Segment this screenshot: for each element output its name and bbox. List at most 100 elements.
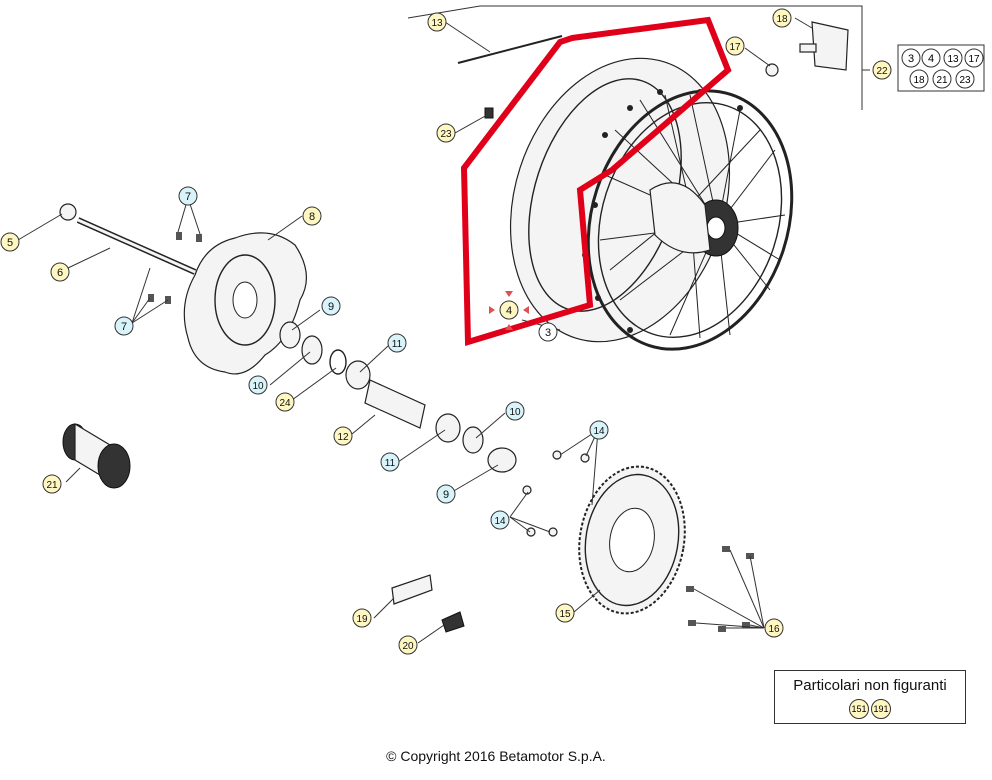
callout-7[interactable]: 7: [178, 186, 198, 206]
callout-11[interactable]: 11: [380, 452, 400, 472]
callout-label: 9: [328, 301, 334, 313]
callout-6[interactable]: 6: [50, 262, 70, 282]
callout-label: 15: [559, 609, 571, 620]
callout-circle[interactable]: [398, 635, 418, 655]
part-11-bearing: [345, 360, 371, 390]
callout-22[interactable]: 22: [872, 60, 892, 80]
callout-circle[interactable]: [772, 8, 792, 28]
part-12-spacer-tube: [364, 379, 426, 429]
callout-5[interactable]: 5: [0, 232, 20, 252]
callout-3[interactable]: 3: [538, 322, 558, 342]
callout-15[interactable]: 15: [555, 603, 575, 623]
kit-member-circle[interactable]: [955, 69, 975, 89]
callout-circle[interactable]: [248, 375, 268, 395]
kit-member-circle[interactable]: [964, 48, 984, 68]
legend-badge[interactable]: 191: [871, 699, 891, 719]
callout-14[interactable]: 14: [589, 420, 609, 440]
callout-label: 4: [506, 305, 512, 317]
callout-21[interactable]: 21: [42, 474, 62, 494]
callout-circle[interactable]: [538, 322, 558, 342]
kit-member-21[interactable]: 21: [932, 69, 952, 89]
callout-label: 13: [431, 18, 443, 29]
callout-20[interactable]: 20: [398, 635, 418, 655]
callout-circle[interactable]: [275, 392, 295, 412]
kit-member-circle[interactable]: [932, 69, 952, 89]
kit-member-circle[interactable]: [901, 48, 921, 68]
callout-label: 14: [494, 516, 506, 527]
callout-7[interactable]: 7: [114, 316, 134, 336]
callout-17[interactable]: 17: [725, 36, 745, 56]
callout-label: 21: [46, 480, 58, 491]
part-14-nuts: [522, 450, 590, 537]
part-5-nut: [59, 203, 77, 221]
callout-circle[interactable]: [302, 206, 322, 226]
callout-circle[interactable]: [42, 474, 62, 494]
callout-circle[interactable]: [436, 123, 456, 143]
callout-circle[interactable]: [0, 232, 20, 252]
callout-label: 19: [356, 614, 368, 625]
kit-member-17[interactable]: 17: [964, 48, 984, 68]
callout-circle[interactable]: [725, 36, 745, 56]
callout-11[interactable]: 11: [387, 333, 407, 353]
part-6-axle: [76, 217, 197, 275]
legend-badge[interactable]: 151: [849, 699, 869, 719]
kit-member-4[interactable]: 4: [921, 48, 941, 68]
callout-circle[interactable]: [505, 401, 525, 421]
copyright-footer: © Copyright 2016 Betamotor S.p.A.: [386, 748, 606, 764]
callout-circle[interactable]: [333, 426, 353, 446]
callout-10[interactable]: 10: [505, 401, 525, 421]
callout-label: 5: [7, 237, 13, 249]
kit-member-label: 13: [947, 54, 959, 65]
callout-circle[interactable]: [764, 618, 784, 638]
callout-16[interactable]: 16: [764, 618, 784, 638]
callout-label: 17: [729, 42, 741, 53]
kit-member-label: 21: [936, 75, 948, 86]
kit-member-18[interactable]: 18: [909, 69, 929, 89]
callout-18[interactable]: 18: [772, 8, 792, 28]
callout-label: 11: [392, 339, 403, 350]
callout-14[interactable]: 14: [490, 510, 510, 530]
callout-13[interactable]: 13: [427, 12, 447, 32]
callout-circle[interactable]: [872, 60, 892, 80]
part-17-nut: [765, 63, 779, 77]
kit-member-3[interactable]: 3: [901, 48, 921, 68]
part-23-nipple: [484, 107, 494, 119]
callout-circle[interactable]: [178, 186, 198, 206]
callout-12[interactable]: 12: [333, 426, 353, 446]
callout-circle[interactable]: [490, 510, 510, 530]
callout-label: 10: [509, 407, 521, 418]
kit-member-label: 18: [913, 75, 925, 86]
part-11-bearing-b: [435, 413, 461, 443]
kit-member-circle[interactable]: [921, 48, 941, 68]
callout-circle[interactable]: [589, 420, 609, 440]
callout-label: 16: [768, 624, 780, 635]
callout-circle[interactable]: [50, 262, 70, 282]
kit-member-13[interactable]: 13: [943, 48, 963, 68]
callout-label: 22: [876, 66, 888, 77]
callout-4[interactable]: 4: [499, 300, 519, 320]
kit-member-23[interactable]: 23: [955, 69, 975, 89]
callout-circle[interactable]: [436, 484, 456, 504]
callout-9[interactable]: 9: [321, 296, 341, 316]
callout-circle[interactable]: [387, 333, 407, 353]
callout-circle[interactable]: [380, 452, 400, 472]
callout-circle[interactable]: [555, 603, 575, 623]
callout-circle[interactable]: [499, 300, 519, 320]
callout-8[interactable]: 8: [302, 206, 322, 226]
highlight-outline: [460, 16, 732, 347]
kit-member-circle[interactable]: [943, 48, 963, 68]
callout-circle[interactable]: [321, 296, 341, 316]
kit-member-circle[interactable]: [909, 69, 929, 89]
callout-23[interactable]: 23: [436, 123, 456, 143]
callout-circle[interactable]: [352, 608, 372, 628]
callout-9[interactable]: 9: [436, 484, 456, 504]
callout-19[interactable]: 19: [352, 608, 372, 628]
callout-24[interactable]: 24: [275, 392, 295, 412]
callout-label: 12: [337, 432, 349, 443]
callout-circle[interactable]: [114, 316, 134, 336]
callout-10[interactable]: 10: [248, 375, 268, 395]
callout-circle[interactable]: [427, 12, 447, 32]
callout-label: 14: [593, 426, 605, 437]
